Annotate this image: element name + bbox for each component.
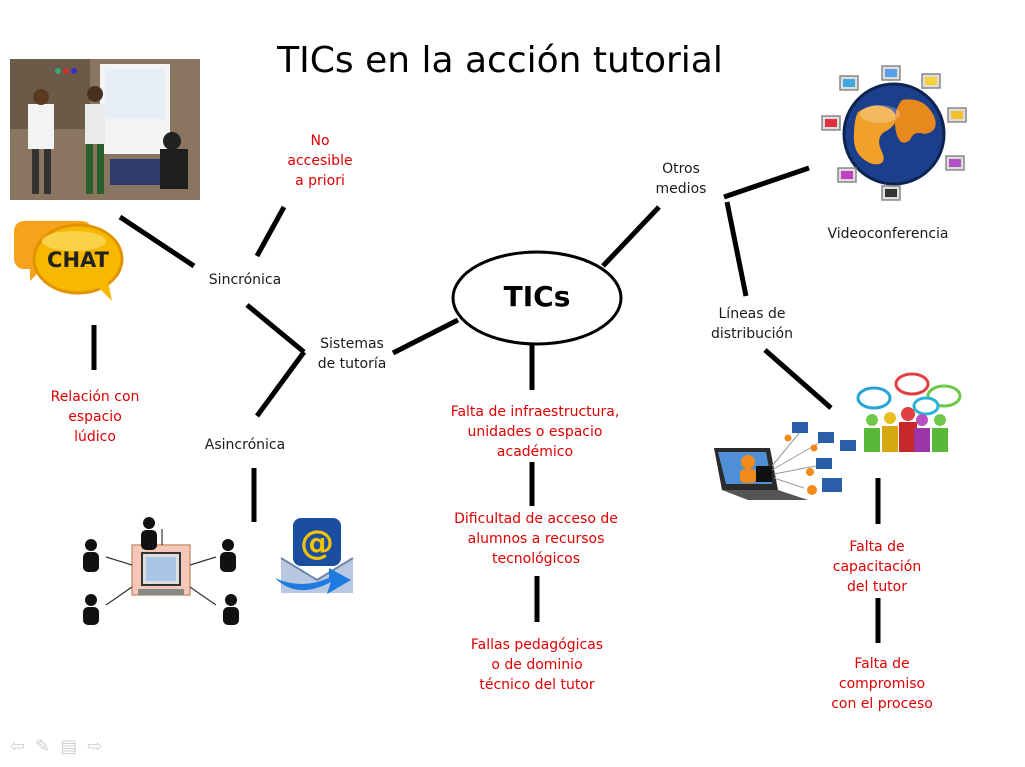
label-lineas: Líneas de distribución <box>711 306 793 342</box>
label-dificultad: Dificultad de acceso de alumnos a recurs… <box>454 511 618 567</box>
label-fallas: Fallas pedagógicas o de dominio técnico … <box>470 637 604 693</box>
email-icon: @ <box>275 518 354 594</box>
label-falta-infra: Falta de infraestructura, unidades o esp… <box>450 404 620 460</box>
menu-icon[interactable]: ▤ <box>60 736 78 756</box>
chat-bubbles-icon: CHAT <box>14 221 124 301</box>
slide-navigation: ⇦ ✎ ▤ ⇨ <box>10 736 102 757</box>
label-sistemas: Sistemas de tutoría <box>317 336 387 372</box>
line-otros-video <box>723 165 810 200</box>
label-relacion: Relación con espacio lúdico <box>50 389 140 445</box>
line-video-lineas <box>724 201 749 297</box>
center-ellipse <box>451 250 623 346</box>
chat-text: CHAT <box>47 248 110 272</box>
label-videoconferencia: Videoconferencia <box>827 226 949 242</box>
label-no-accesible: No accesible a priori <box>287 133 353 189</box>
email-at: @ <box>300 523 334 563</box>
line-vertex-asincronica <box>254 350 307 418</box>
label-otros-medios: Otros medios <box>655 161 707 197</box>
network-users-icon <box>83 517 239 625</box>
classroom-photo <box>10 59 200 200</box>
forward-arrow-icon[interactable]: ⇨ <box>87 736 103 756</box>
label-capacitacion: Falta de capacitación del tutor <box>832 539 922 595</box>
line-sistemas-center <box>391 317 460 356</box>
slide-title: TICs en la acción tutorial <box>277 40 723 81</box>
globe-network-icon <box>821 65 967 201</box>
line-lineas-laptop <box>763 348 833 410</box>
line-sincronica-vertex <box>245 303 306 354</box>
line-center-otros <box>601 205 661 268</box>
label-compromiso: Falta de compromiso con el proceso <box>831 656 933 712</box>
label-sincronica: Sincrónica <box>208 272 282 288</box>
line-noaccesible-sincronica <box>254 205 287 258</box>
laptop-network-icon <box>714 422 856 500</box>
center-label: TICs <box>503 280 571 313</box>
pen-icon[interactable]: ✎ <box>35 736 51 756</box>
label-asincronica: Asincrónica <box>204 437 286 453</box>
line-chat-sincronica <box>118 214 196 269</box>
back-arrow-icon[interactable]: ⇦ <box>10 736 26 756</box>
people-talking-icon <box>856 372 962 452</box>
